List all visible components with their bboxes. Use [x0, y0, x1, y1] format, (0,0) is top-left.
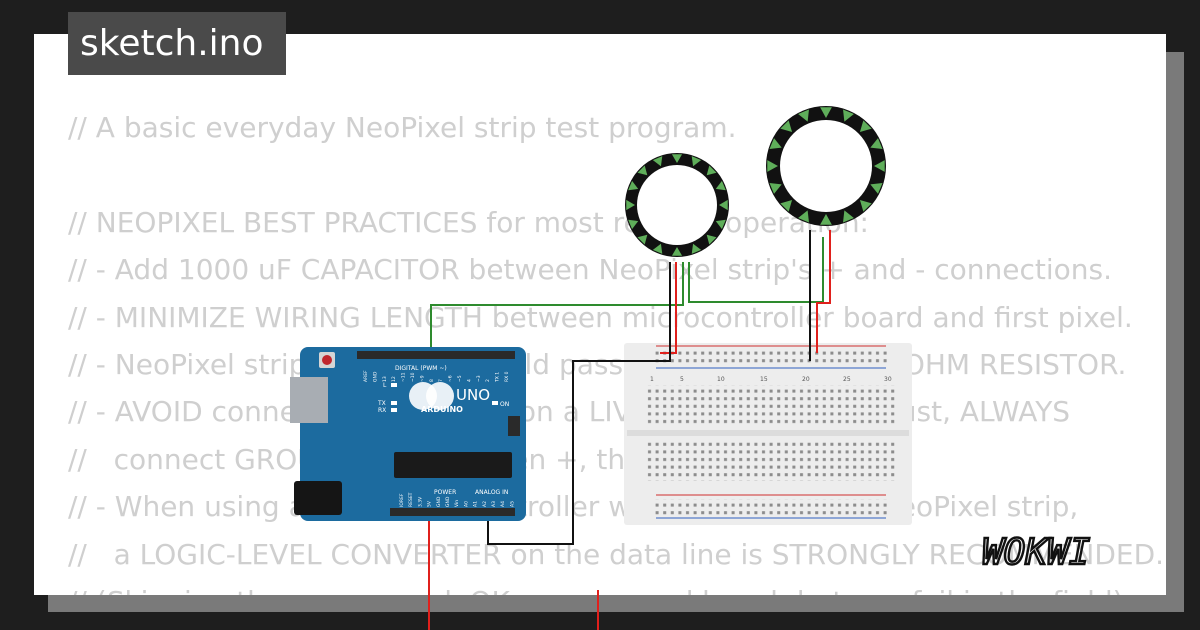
code-line: // - AVOID connecting NeoPixels on a LIV…: [68, 395, 1071, 429]
code-line: // - Add 1000 uF CAPACITOR between NeoPi…: [68, 253, 1113, 287]
code-line: // - NeoPixel strip's DATA-IN should pas…: [68, 347, 1127, 381]
logo-text: WOKWI: [982, 532, 1090, 573]
code-line: // NEOPIXEL BEST PRACTICES for most reli…: [68, 205, 869, 239]
code-line: // (Skipping these may work OK on your w…: [68, 578, 1166, 595]
code-line: // connect GROUND (-) first, then +, the…: [68, 442, 741, 476]
code-line: // - MINIMIZE WIRING LENGTH between micr…: [68, 300, 1133, 334]
code-card: // A basic everyday NeoPixel strip test …: [34, 34, 1166, 595]
wokwi-logo: WOKWI: [981, 531, 1092, 574]
code-editor[interactable]: // A basic everyday NeoPixel strip test …: [68, 104, 1166, 595]
code-line: // A basic everyday NeoPixel strip test …: [68, 111, 737, 144]
code-line: [68, 151, 1166, 198]
code-line: // - When using a 3.3V microcontroller w…: [68, 490, 1079, 524]
file-tab[interactable]: sketch.ino: [68, 12, 286, 75]
